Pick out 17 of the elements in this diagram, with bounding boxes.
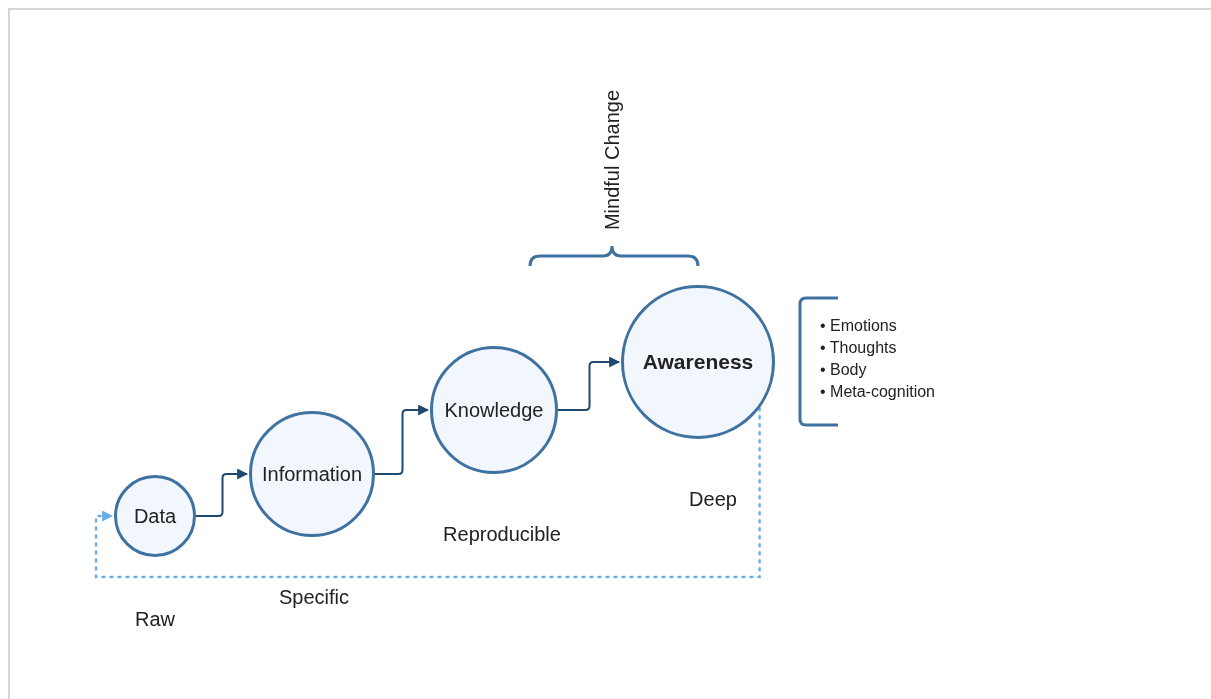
node-label: Awareness	[642, 350, 754, 374]
arrow	[557, 356, 621, 411]
stage-caption: Specific	[279, 586, 349, 609]
bullet-item: • Body	[820, 360, 868, 380]
arrow	[195, 468, 249, 517]
arrow	[94, 406, 761, 579]
node-label: Information	[261, 462, 363, 486]
bullet-item: • Emotions	[820, 316, 898, 336]
bullet-item: • Thoughts	[820, 338, 898, 358]
stage-caption: Reproducible	[443, 523, 561, 546]
stage-caption: Deep	[689, 488, 737, 511]
node-label: Data	[133, 504, 177, 528]
arrow	[374, 404, 430, 475]
vertical-label: Mindful Change	[600, 89, 624, 231]
node-label: Knowledge	[444, 398, 544, 422]
stage-caption: Raw	[135, 608, 175, 631]
bullet-item: • Meta-cognition	[820, 382, 935, 402]
